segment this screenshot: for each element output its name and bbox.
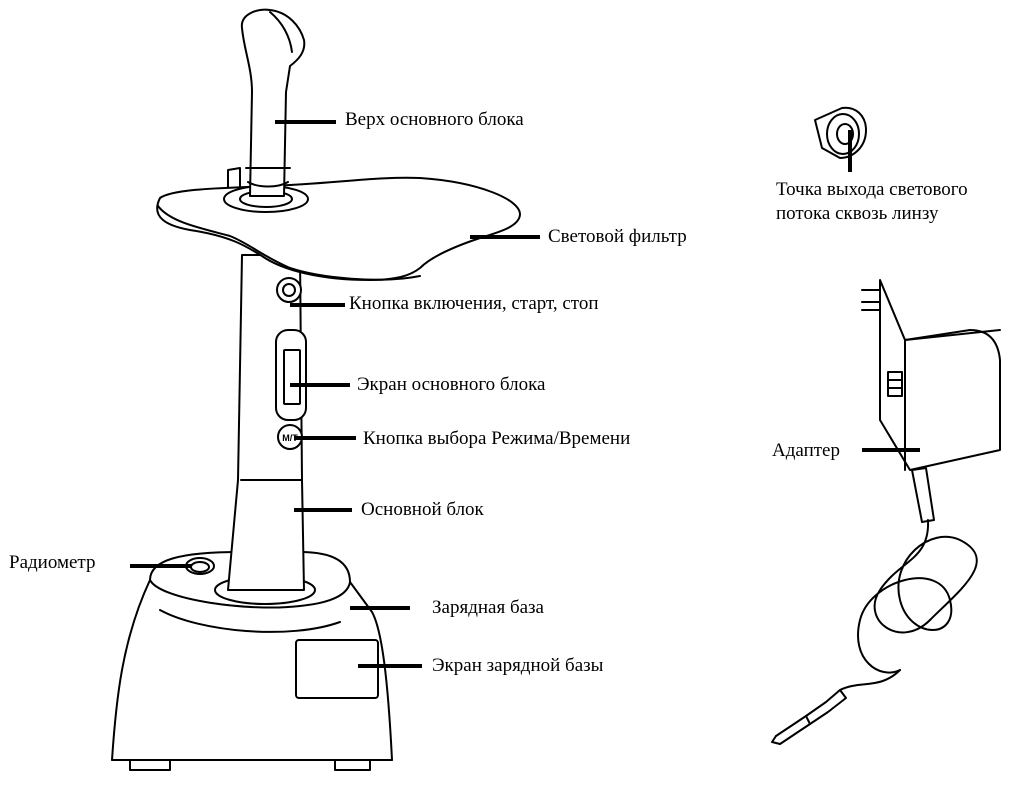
light-filter-drawing	[157, 168, 520, 280]
wand-top-drawing	[242, 10, 304, 196]
label-light-exit: Точка выхода светового потока сквозь лин…	[776, 178, 1011, 226]
label-adapter: Адаптер	[772, 440, 840, 462]
label-main-unit: Основной блок	[361, 499, 484, 521]
label-base-screen: Экран зарядной базы	[432, 655, 603, 677]
label-top: Верх основного блока	[345, 109, 524, 131]
label-charging-base: Зарядная база	[432, 597, 544, 619]
label-power-button: Кнопка включения, старт, стоп	[349, 293, 599, 315]
adapter-drawing	[772, 280, 1000, 744]
mode-button-glyph: M/T	[282, 433, 298, 443]
lens-drawing	[815, 108, 866, 158]
label-radiometer: Радиометр	[9, 552, 95, 574]
label-main-screen: Экран основного блока	[357, 374, 545, 396]
label-mode-button: Кнопка выбора Режима/Времени	[363, 428, 630, 450]
label-filter: Световой фильтр	[548, 226, 687, 248]
